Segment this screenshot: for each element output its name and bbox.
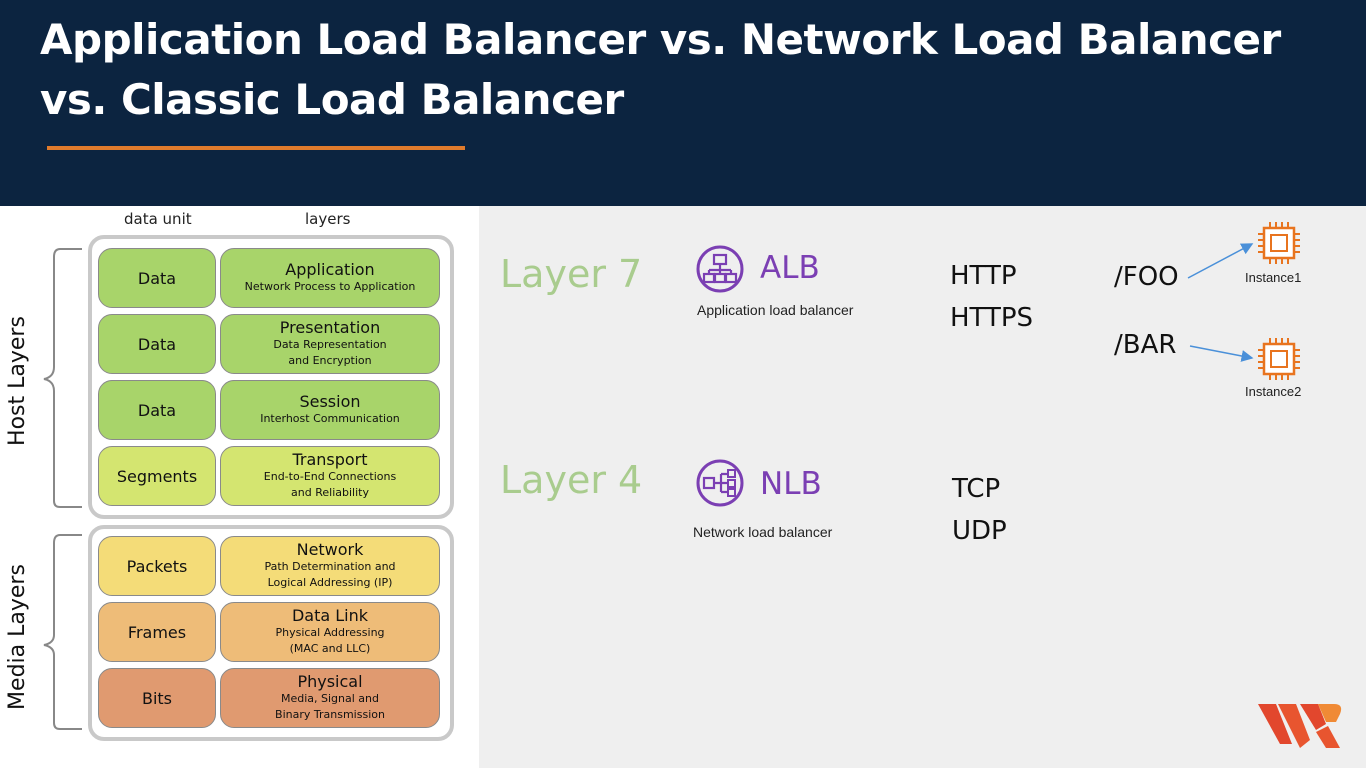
arrow-foo-to-instance1 [1187, 243, 1254, 279]
layer-description: End-to-End Connections [263, 470, 397, 483]
protocol-tcp: TCP [952, 474, 1001, 504]
osi-data-unit-2: Data [98, 314, 216, 374]
layer-name: Presentation [279, 318, 381, 337]
layer-name: Data Link [291, 606, 369, 625]
layer-name: Session [299, 392, 361, 411]
data-unit-label: Frames [127, 622, 187, 642]
title-underline [47, 146, 465, 150]
layer-description: and Reliability [291, 486, 369, 499]
osi-data-unit-7: Bits [98, 668, 216, 728]
brand-logo [1258, 704, 1342, 748]
route-arrows [1187, 243, 1254, 362]
slide-header: Application Load Balancer vs. Network Lo… [0, 0, 1366, 206]
ec2-instance2-icon [1258, 338, 1300, 380]
media-layers-brace [43, 534, 82, 730]
layer-name: Transport [292, 450, 368, 469]
osi-data-unit-5: Packets [98, 536, 216, 596]
layer-description: Logical Addressing (IP) [267, 576, 393, 589]
layer-description: and Encryption [288, 354, 372, 367]
network-load-balancer-icon [696, 459, 744, 507]
layer-braces [43, 248, 82, 730]
arrow-bar-to-instance2 [1189, 345, 1254, 362]
data-unit-label: Data [137, 268, 177, 288]
instance1-label: Instance1 [1245, 270, 1302, 285]
alb-subtitle: Application load balancer [697, 302, 854, 318]
layer-description: Binary Transmission [275, 708, 385, 721]
layer-description: Data Representation [273, 338, 387, 351]
osi-data-unit-6: Frames [98, 602, 216, 662]
layer-description: Physical Addressing [275, 626, 385, 639]
layer-name: Network [296, 540, 364, 559]
protocol-http: HTTP [950, 261, 1017, 291]
layer-name: Application [285, 260, 375, 279]
load-balancer-panel [479, 206, 1366, 768]
data-unit-label: Bits [141, 688, 173, 708]
application-load-balancer-icon [696, 245, 744, 293]
media-layers-label: Media Layers [5, 564, 30, 710]
ec2-instance1-icon [1258, 222, 1300, 264]
column-header-data-unit: data unit [124, 210, 192, 228]
layer-description: Interhost Communication [260, 412, 400, 425]
layer-description: Network Process to Application [244, 280, 416, 293]
slide-title: Application Load Balancer vs. Network Lo… [40, 15, 1281, 124]
protocol-udp: UDP [952, 516, 1007, 546]
route-path-foo: /FOO [1114, 262, 1179, 292]
nlb-name: NLB [760, 466, 822, 502]
osi-data-unit-1: Data [98, 248, 216, 308]
data-unit-label: Packets [126, 556, 188, 576]
layer-name: Physical [297, 672, 363, 691]
column-header-layers: layers [305, 210, 351, 228]
host-layers-label: Host Layers [5, 316, 30, 446]
data-unit-label: Data [137, 400, 177, 420]
route-path-bar: /BAR [1114, 330, 1177, 360]
layer-description: Media, Signal and [280, 692, 379, 705]
osi-data-unit-4: Segments [98, 446, 216, 506]
alb-name: ALB [760, 250, 820, 286]
data-unit-label: Data [137, 334, 177, 354]
nlb-subtitle: Network load balancer [693, 524, 833, 540]
layer-description: (MAC and LLC) [289, 642, 371, 655]
protocol-https: HTTPS [950, 303, 1034, 333]
layer-description: Path Determination and [264, 560, 396, 573]
host-layers-brace [43, 248, 82, 508]
layer4-label: Layer 4 [500, 458, 643, 502]
data-unit-label: Segments [116, 466, 198, 486]
layer7-label: Layer 7 [500, 252, 643, 296]
osi-data-unit-3: Data [98, 380, 216, 440]
instance2-label: Instance2 [1245, 384, 1302, 399]
